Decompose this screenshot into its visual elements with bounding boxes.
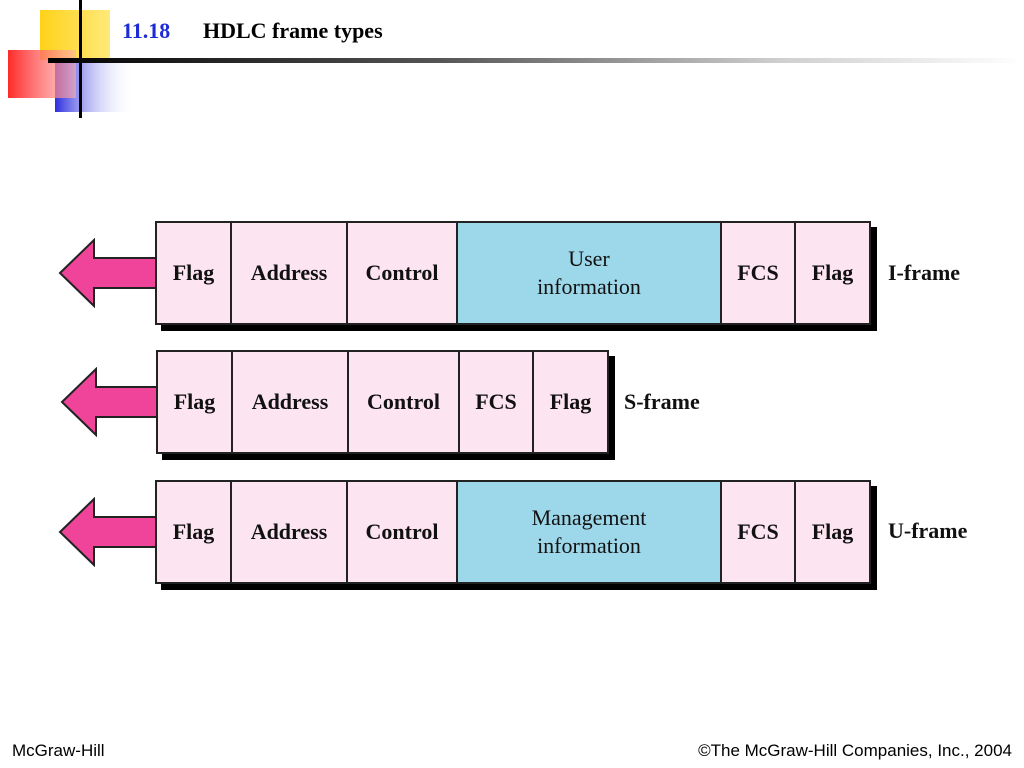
i-frame-fcs: FCS bbox=[720, 221, 796, 325]
corner-decoration bbox=[8, 0, 135, 118]
u-frame-flag-start: Flag bbox=[155, 480, 232, 584]
u-frame-info-line1: Management bbox=[531, 505, 647, 530]
u-frame-management-information: Management information bbox=[456, 480, 722, 584]
i-frame-info-line2: information bbox=[537, 274, 641, 299]
i-frame-control: Control bbox=[346, 221, 458, 325]
u-frame: Flag Address Control Management informat… bbox=[155, 480, 871, 584]
s-frame-flag-end: Flag bbox=[532, 350, 609, 454]
title-underline bbox=[48, 58, 1024, 63]
arrow-left-icon bbox=[58, 497, 157, 567]
i-frame: Flag Address Control User information FC… bbox=[155, 221, 871, 325]
u-frame-flag-end: Flag bbox=[794, 480, 871, 584]
slide-number: 11.18 bbox=[122, 18, 171, 43]
s-frame-flag-start: Flag bbox=[156, 350, 233, 454]
i-frame-flag-start: Flag bbox=[155, 221, 232, 325]
s-frame: Flag Address Control FCS Flag bbox=[156, 350, 609, 454]
footer-publisher: McGraw-Hill bbox=[12, 741, 105, 760]
u-frame-control: Control bbox=[346, 480, 458, 584]
s-frame-fcs: FCS bbox=[458, 350, 534, 454]
s-frame-label: S-frame bbox=[624, 389, 700, 414]
s-frame-control: Control bbox=[347, 350, 460, 454]
i-frame-label: I-frame bbox=[888, 260, 961, 285]
i-frame-info-line1: User bbox=[568, 246, 610, 271]
u-frame-info-line2: information bbox=[537, 533, 641, 558]
i-frame-flag-end: Flag bbox=[794, 221, 871, 325]
slide-title: HDLC frame types bbox=[203, 18, 383, 43]
s-frame-address: Address bbox=[231, 350, 349, 454]
arrow-left-icon bbox=[58, 238, 157, 308]
footer-copyright: ©The McGraw-Hill Companies, Inc., 2004 bbox=[698, 741, 1012, 760]
u-frame-label: U-frame bbox=[888, 518, 968, 543]
u-frame-fcs: FCS bbox=[720, 480, 796, 584]
u-frame-address: Address bbox=[230, 480, 348, 584]
i-frame-user-information: User information bbox=[456, 221, 722, 325]
i-frame-address: Address bbox=[230, 221, 348, 325]
arrow-left-icon bbox=[60, 367, 159, 437]
